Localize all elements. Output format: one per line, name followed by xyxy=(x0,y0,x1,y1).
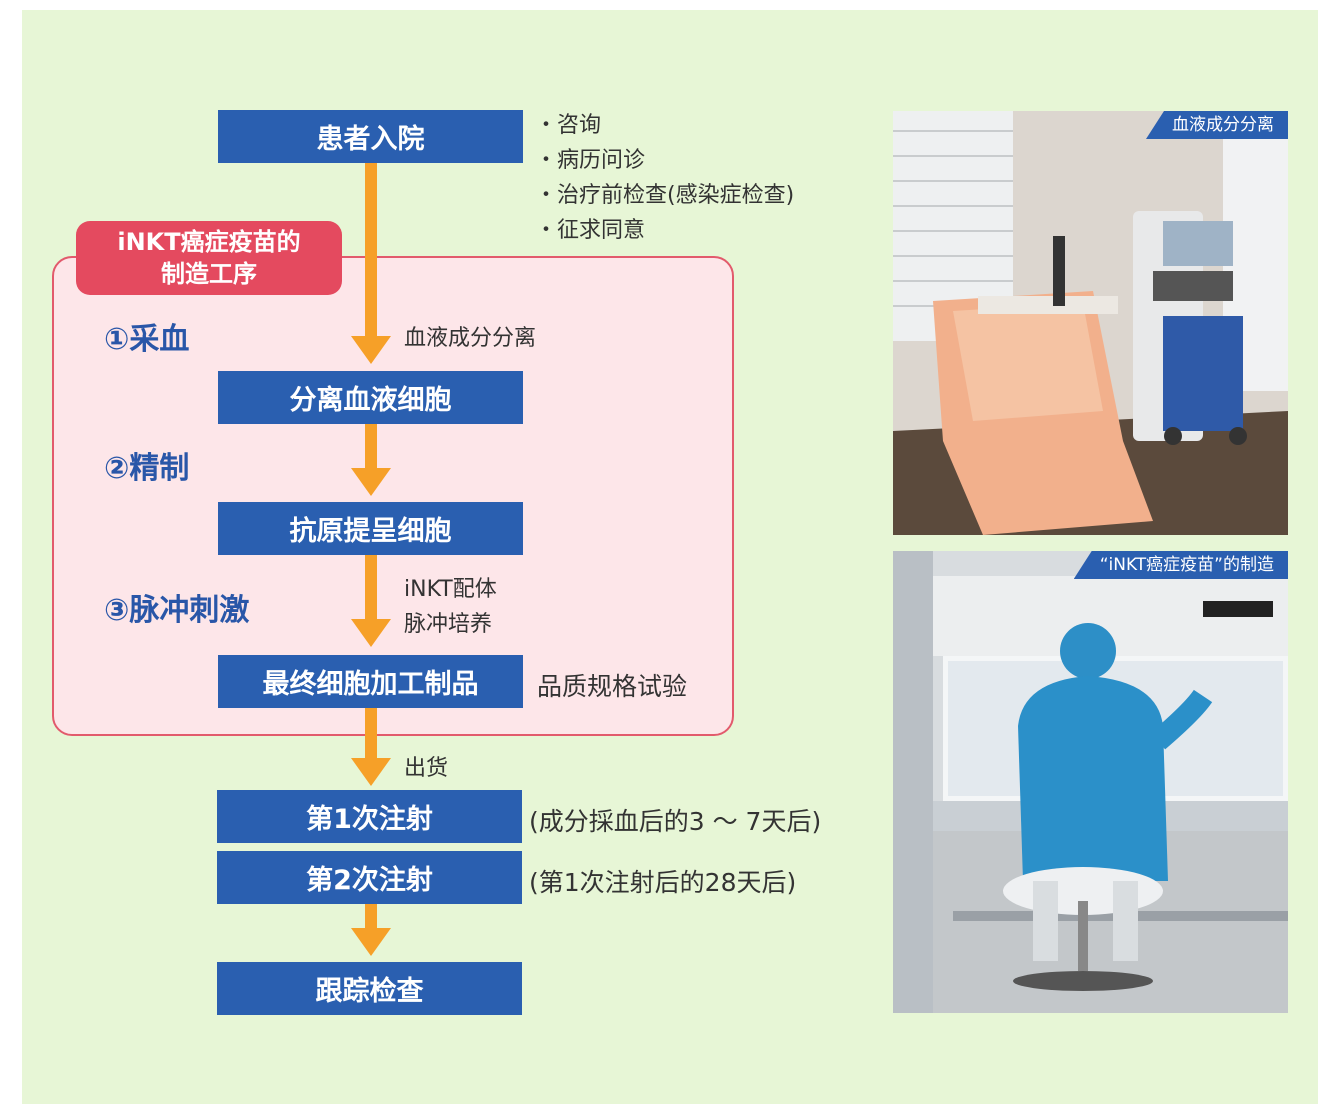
flow-arrow-shaft xyxy=(365,424,377,470)
photo-apheresis-room: 血液成分分离 xyxy=(893,111,1288,535)
note-inkt-ligand: iNKT配体 xyxy=(404,577,497,602)
photo-caption-apheresis: 血液成分分离 xyxy=(1146,111,1288,139)
process-tab-line2: 制造工序 xyxy=(161,260,257,288)
box-separated-blood-cells: 分离血液细胞 xyxy=(218,371,523,424)
process-tab-label: iNKT癌症疫苗的 制造工序 xyxy=(76,221,342,295)
note-pulse-culture: 脉冲培养 xyxy=(404,612,493,637)
admission-bullet-list: ・咨询 ・病历问诊 ・治疗前检查(感染症检查) ・征求同意 xyxy=(535,108,794,248)
box-patient-admission: 患者入院 xyxy=(218,110,523,163)
flow-arrow-shaft xyxy=(365,163,377,338)
flow-arrow-shaft xyxy=(365,904,377,930)
flow-arrow-head xyxy=(351,928,391,956)
flow-arrow-head xyxy=(351,336,391,364)
step-label-pulse-stimulation: ③脉冲刺激 xyxy=(104,593,250,628)
flow-arrow-head xyxy=(351,619,391,647)
step-label-purification: ②精制 xyxy=(104,451,190,486)
box-follow-up-exam: 跟踪检查 xyxy=(217,962,522,1015)
note-shipment: 出货 xyxy=(404,756,449,781)
box-final-cell-product: 最终细胞加工制品 xyxy=(218,655,523,708)
note-first-injection-timing: (成分採血后的3 ～ 7天后) xyxy=(529,807,822,836)
box-antigen-presenting-cells: 抗原提呈细胞 xyxy=(218,502,523,555)
box-first-injection: 第1次注射 xyxy=(217,790,522,843)
flow-arrow-shaft xyxy=(365,555,377,621)
photo-vaccine-manufacturing: “iNKT癌症疫苗”的制造 xyxy=(893,551,1288,1013)
flow-arrow-shaft xyxy=(365,708,377,760)
bullet-item: ・征求同意 xyxy=(535,218,646,243)
note-apheresis: 血液成分分离 xyxy=(404,326,537,351)
process-tab-line1: iNKT癌症疫苗的 xyxy=(117,228,301,256)
photo-caption-manufacturing: “iNKT癌症疫苗”的制造 xyxy=(1073,551,1288,579)
box-second-injection: 第2次注射 xyxy=(217,851,522,904)
flow-arrow-head xyxy=(351,758,391,786)
bullet-item: ・治疗前检查(感染症检查) xyxy=(535,183,795,208)
step-label-blood-collection: ①采血 xyxy=(104,322,190,357)
flow-arrow-head xyxy=(351,468,391,496)
bullet-item: ・咨询 xyxy=(535,113,602,138)
bullet-item: ・病历问诊 xyxy=(535,148,646,173)
note-second-injection-timing: (第1次注射后的28天后) xyxy=(529,868,797,897)
note-quality-test: 品质规格试验 xyxy=(537,672,688,701)
